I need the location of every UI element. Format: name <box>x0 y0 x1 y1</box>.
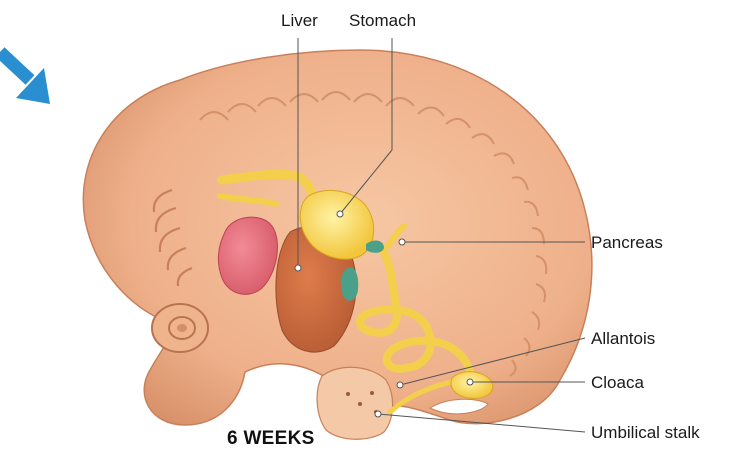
gallbladder <box>341 267 359 301</box>
diagram-title: 6 WEEKS <box>227 428 315 450</box>
eye <box>152 304 208 352</box>
umbilical-stalk-stump <box>317 367 393 439</box>
label-cloaca: Cloaca <box>591 374 644 391</box>
label-liver: Liver <box>281 12 318 29</box>
label-allantois: Allantois <box>591 330 655 347</box>
label-pancreas: Pancreas <box>591 234 663 251</box>
label-umbilical-stalk: Umbilical stalk <box>591 424 700 441</box>
pointer-arrow-icon <box>0 52 50 104</box>
label-stomach: Stomach <box>349 12 416 29</box>
